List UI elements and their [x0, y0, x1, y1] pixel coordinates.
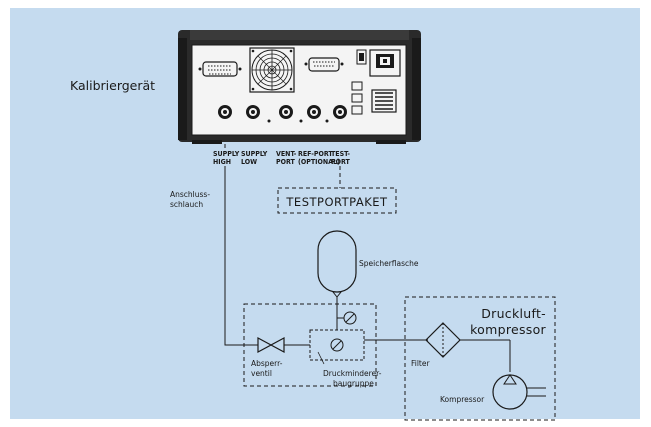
device-foot-right: [376, 140, 406, 144]
filter-symbol: [425, 322, 511, 372]
port-label-test-2: PORT: [331, 158, 351, 166]
fan-grille: [249, 47, 295, 93]
device-top-rim: [190, 30, 409, 40]
port-label-vent-1: VENT-: [276, 150, 297, 158]
storage-bottle: Speicherflasche: [317, 230, 419, 303]
testport-package: TESTPORTPAKET: [277, 187, 397, 214]
port-test: [333, 105, 347, 119]
calibration-device: [178, 30, 421, 144]
supply-hose-line: [224, 166, 258, 346]
shutoff-valve: [257, 336, 310, 354]
port-label-supply-high-2: HIGH: [213, 158, 231, 166]
port-supply-low: [246, 105, 260, 119]
port-label-vent-2: PORT: [276, 158, 296, 166]
power-socket: [356, 49, 401, 77]
shutoff-valve-label-1: Absperr-: [251, 359, 283, 368]
port-supply-high: [218, 105, 232, 119]
reducer-assembly-box: [243, 303, 377, 387]
pressure-reducer: [309, 303, 376, 365]
pressure-reducer-label-1: Druckminderer-: [323, 369, 382, 378]
port-vent: [279, 105, 293, 119]
port-label-ref-1: REF-PORT: [298, 150, 333, 158]
dsub-connector-middle: [304, 57, 344, 72]
compressor-box: [404, 296, 556, 421]
hose-label-1: Anschluss-: [170, 190, 210, 199]
dsub-connector-left: [198, 61, 242, 77]
port-label-supply-low-2: LOW: [241, 158, 257, 166]
compressor-label: Kompressor: [440, 395, 485, 404]
pressure-reducer-label-2: baugruppe: [333, 379, 374, 388]
device-foot-left: [192, 140, 222, 144]
port-label-supply-high-1: SUPPLY: [213, 150, 240, 158]
shutoff-valve-label-2: ventil: [251, 369, 272, 378]
port-ref: [307, 105, 321, 119]
compressor-symbol: [492, 374, 546, 410]
compressor-box-title-2: kompressor: [470, 322, 546, 337]
compressor-box-title-1: Druckluft-: [481, 306, 546, 321]
device-label: Kalibriergerät: [70, 78, 155, 93]
port-label-supply-low-1: SUPPLY: [241, 150, 268, 158]
device-handle-left: [178, 38, 187, 140]
device-handle-right: [412, 38, 421, 140]
filter-label: Filter: [411, 359, 430, 368]
testport-package-label: TESTPORTPAKET: [285, 195, 388, 209]
storage-bottle-label: Speicherflasche: [359, 259, 419, 268]
io-connectors: [351, 81, 397, 115]
hose-label-2: schlauch: [170, 200, 203, 209]
port-label-test-1: TEST-: [331, 150, 350, 158]
port-label-ref-2: (OPTIONAL): [298, 158, 340, 166]
